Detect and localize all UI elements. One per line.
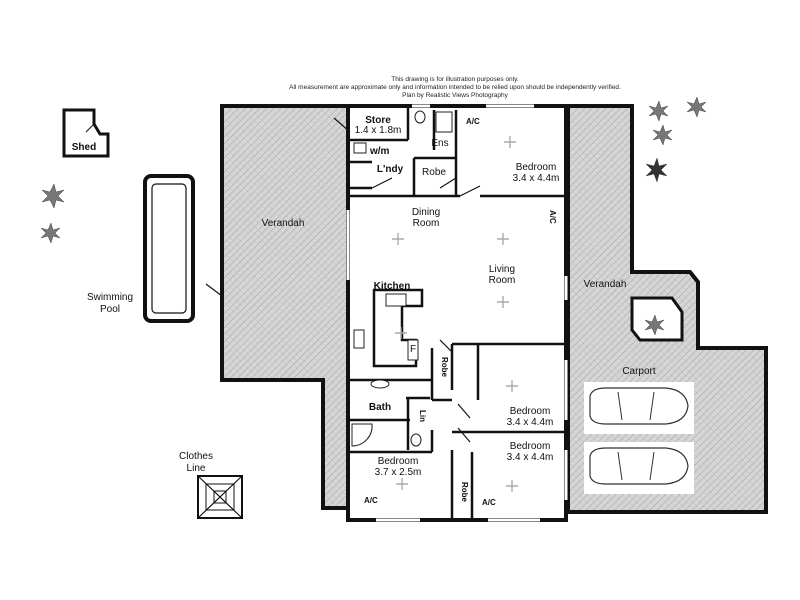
pool-label-2: Pool xyxy=(100,304,120,315)
robe-mid-label: Robe xyxy=(440,357,449,378)
kitchen-label: Kitchen xyxy=(374,281,411,292)
ensuite-label: Ens xyxy=(431,138,448,149)
dining-label-1: Dining xyxy=(412,207,440,218)
shed-label: Shed xyxy=(72,142,96,153)
verandah-right-label: Verandah xyxy=(584,279,627,290)
fixtures xyxy=(351,110,453,447)
interior-walls xyxy=(350,106,566,520)
fridge-box xyxy=(407,339,419,361)
bedroom-bottom-left-label: Bedroom xyxy=(378,456,419,467)
bedroom-mid-label: Bedroom xyxy=(510,406,551,417)
bedroom-main-label: Bedroom xyxy=(516,162,557,173)
disclaimer-line-2: All measurement are approximate only and… xyxy=(289,84,621,91)
linen-label: Lin xyxy=(418,410,427,422)
dining-label-2: Room xyxy=(413,218,440,229)
robe-main-label: Robe xyxy=(422,167,446,178)
clothes-line-label-2: Line xyxy=(187,463,206,474)
ac-label-1: A/C xyxy=(466,117,480,126)
car-top xyxy=(584,382,694,434)
swimming-pool xyxy=(143,174,195,323)
clothes-line-label-1: Clothes xyxy=(179,451,213,462)
verandah-left-area xyxy=(220,104,350,510)
kitchen-sink xyxy=(353,329,365,349)
bath-label: Bath xyxy=(369,402,391,413)
light-markers xyxy=(392,136,518,492)
disclaimer-line-1: This drawing is for illustration purpose… xyxy=(391,76,519,83)
living-label-2: Room xyxy=(489,275,516,286)
bath-tub xyxy=(351,423,373,447)
bedroom-mid-size: 3.4 x 4.4m xyxy=(507,417,554,428)
ac-label-3: A/C xyxy=(364,496,378,505)
pool-label-1: Swimming xyxy=(87,292,133,303)
living-label-1: Living xyxy=(489,264,515,275)
store-label: Store xyxy=(365,115,391,126)
bedroom-bottom-right-size: 3.4 x 4.4m xyxy=(507,452,554,463)
verandah-left-label: Verandah xyxy=(262,218,305,229)
carport-label: Carport xyxy=(622,366,656,377)
washing-machine-label: w/m xyxy=(369,146,390,157)
windows xyxy=(346,104,568,522)
garden-bed xyxy=(630,296,684,342)
disclaimer-line-3: Plan by Realistic Views Photography xyxy=(402,92,508,99)
ac-label-2: A/C xyxy=(548,210,557,224)
robe-bottom-label: Robe xyxy=(460,482,469,503)
clothes-line xyxy=(197,475,243,519)
fridge-label: F xyxy=(410,344,416,355)
bedroom-main-size: 3.4 x 4.4m xyxy=(513,173,560,184)
bedroom-bottom-right-label: Bedroom xyxy=(510,441,551,452)
shed: Shed xyxy=(62,108,110,158)
store-size: 1.4 x 1.8m xyxy=(355,125,402,136)
disclaimer: This drawing is for illustration purpose… xyxy=(289,76,621,99)
laundry-label: L'ndy xyxy=(377,164,404,175)
plant-icons xyxy=(40,96,707,336)
laundry-tub xyxy=(353,142,367,154)
shower-ensuite xyxy=(435,111,453,133)
toilet-ensuite xyxy=(414,110,426,124)
ac-label-4: A/C xyxy=(482,498,496,507)
bedroom-bottom-left-size: 3.7 x 2.5m xyxy=(375,467,422,478)
toilet-bath xyxy=(410,433,422,447)
car-bottom xyxy=(584,442,694,494)
swimming-pool-inner xyxy=(151,183,187,314)
bath-basin xyxy=(370,379,390,389)
stove xyxy=(385,293,407,307)
door-swings xyxy=(205,117,481,443)
